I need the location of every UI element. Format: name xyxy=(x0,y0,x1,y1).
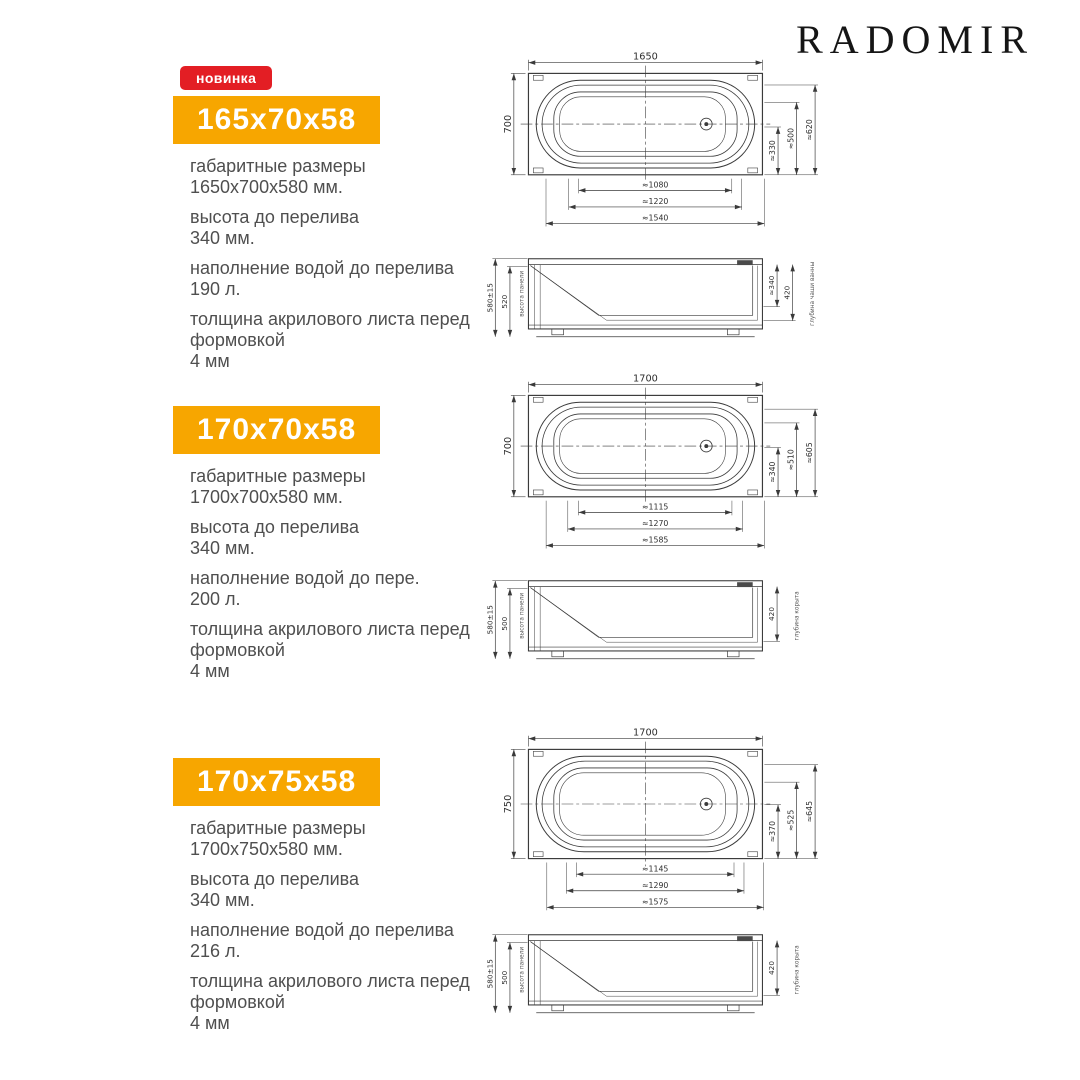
svg-text:1650: 1650 xyxy=(633,52,658,63)
svg-text:высота панели: высота панели xyxy=(520,593,526,639)
spec-dimensions: габаритные размеры 1650х700х580 мм. xyxy=(190,156,478,198)
spec-value: 1700х750х580 мм. xyxy=(190,839,343,859)
svg-text:580±15: 580±15 xyxy=(485,959,494,988)
svg-text:глубина корыта: глубина корыта xyxy=(795,945,801,995)
svg-text:≈340: ≈340 xyxy=(768,461,777,482)
top-view-drawing: 1650 700 ≈330 ≈500 ≈620 ≈1080 ≈1220 ≈1540 xyxy=(503,52,819,227)
svg-text:420: 420 xyxy=(783,285,792,299)
spec-label: габаритные размеры xyxy=(190,156,366,176)
spec-label: наполнение водой до пере. xyxy=(190,568,420,588)
top-view-drawing: 1700 750 ≈370 ≈525 ≈645 ≈1145 ≈1290 ≈1575 xyxy=(503,728,819,911)
svg-text:≈620: ≈620 xyxy=(805,119,814,140)
spec-label: высота до перелива xyxy=(190,517,359,537)
drawings-1: 1650 700 ≈330 ≈500 ≈620 ≈1080 ≈1220 ≈1540 580±1… xyxy=(468,50,868,345)
spec-list: габаритные размеры 1700х700х580 мм. высо… xyxy=(190,466,478,682)
spec-label: толщина акрилового листа перед формовкой xyxy=(190,971,470,1012)
svg-text:≈1575: ≈1575 xyxy=(642,897,668,906)
svg-text:глубина чаши ванны: глубина чаши ванны xyxy=(810,262,816,326)
spec-value: 4 мм xyxy=(190,661,230,681)
svg-text:≈1270: ≈1270 xyxy=(642,519,668,528)
spec-value: 190 л. xyxy=(190,279,241,299)
svg-text:580±15: 580±15 xyxy=(485,283,494,312)
spec-value: 340 мм. xyxy=(190,228,255,248)
svg-text:≈525: ≈525 xyxy=(787,810,796,831)
svg-text:≈370: ≈370 xyxy=(768,821,777,842)
top-view-drawing: 1700 700 ≈340 ≈510 ≈605 ≈1115 ≈1270 ≈1585 xyxy=(503,374,819,549)
spec-dimensions: габаритные размеры 1700х700х580 мм. xyxy=(190,466,478,508)
size-badge: 170x75x58 xyxy=(173,758,381,806)
spec-water-volume: наполнение водой до перелива 216 л. xyxy=(190,920,478,962)
spec-label: наполнение водой до перелива xyxy=(190,258,454,278)
brand-logo: RADOMIR xyxy=(796,17,1034,62)
spec-value: 340 мм. xyxy=(190,538,255,558)
svg-text:глубина корыта: глубина корыта xyxy=(795,591,801,641)
spec-value: 4 мм xyxy=(190,351,230,371)
svg-text:500: 500 xyxy=(500,616,509,630)
spec-acrylic-thickness: толщина акрилового листа перед формовкой… xyxy=(190,971,478,1034)
spec-overflow-height: высота до перелива 340 мм. xyxy=(190,869,478,911)
svg-text:500: 500 xyxy=(500,970,509,984)
spec-water-volume: наполнение водой до перелива 190 л. xyxy=(190,258,478,300)
svg-text:1700: 1700 xyxy=(633,374,658,385)
svg-text:≈1290: ≈1290 xyxy=(642,881,668,890)
spec-list: габаритные размеры 1650х700х580 мм. высо… xyxy=(190,156,478,372)
svg-text:≈510: ≈510 xyxy=(787,449,796,470)
spec-value: 1650х700х580 мм. xyxy=(190,177,343,197)
spec-label: наполнение водой до перелива xyxy=(190,920,454,940)
side-view-drawing: 580±15 520 высота панели ≈340 420 глубина чаш… xyxy=(485,258,816,338)
svg-text:≈645: ≈645 xyxy=(805,801,814,822)
spec-dimensions: габаритные размеры 1700х750х580 мм. xyxy=(190,818,478,860)
svg-text:≈1220: ≈1220 xyxy=(642,197,668,206)
model-section-3: 170x75x58 габаритные размеры 1700х750х58… xyxy=(0,726,1080,1046)
drawings-3: 1700 750 ≈370 ≈525 ≈645 ≈1145 ≈1290 ≈1575 580±1… xyxy=(468,726,868,1021)
svg-text:≈1080: ≈1080 xyxy=(642,180,668,189)
svg-text:520: 520 xyxy=(500,294,509,308)
new-badge: новинка xyxy=(180,66,273,90)
svg-text:700: 700 xyxy=(503,437,514,456)
size-badge: 170x70x58 xyxy=(173,406,381,454)
model-section-2: 170x70x58 габаритные размеры 1700х700х58… xyxy=(0,372,1080,692)
side-view-drawing: 580±15 500 высота панели 420 глубина корыта xyxy=(485,580,801,660)
spec-label: высота до перелива xyxy=(190,207,359,227)
svg-text:1700: 1700 xyxy=(633,728,658,739)
svg-text:≈500: ≈500 xyxy=(787,128,796,149)
model-section-1: новинка 165x70x58 габаритные размеры 165… xyxy=(0,50,1080,371)
svg-text:420: 420 xyxy=(767,607,776,621)
spec-label: габаритные размеры xyxy=(190,818,366,838)
model-info-2: 170x70x58 габаритные размеры 1700х700х58… xyxy=(173,400,473,691)
spec-label: толщина акрилового листа перед формовкой xyxy=(190,619,470,660)
svg-text:≈1585: ≈1585 xyxy=(642,536,668,545)
spec-acrylic-thickness: толщина акрилового листа перед формовкой… xyxy=(190,309,478,372)
spec-overflow-height: высота до перелива 340 мм. xyxy=(190,517,478,559)
spec-overflow-height: высота до перелива 340 мм. xyxy=(190,207,478,249)
side-view-drawing: 580±15 500 высота панели 420 глубина корыта xyxy=(485,934,801,1014)
model-info-3: 170x75x58 габаритные размеры 1700х750х58… xyxy=(173,752,473,1043)
size-badge: 165x70x58 xyxy=(173,96,381,144)
svg-text:≈340: ≈340 xyxy=(767,275,776,295)
drawings-2: 1700 700 ≈340 ≈510 ≈605 ≈1115 ≈1270 ≈1585 580±1… xyxy=(468,372,868,667)
svg-text:≈1540: ≈1540 xyxy=(642,214,668,223)
svg-text:высота панели: высота панели xyxy=(520,947,526,993)
svg-text:700: 700 xyxy=(503,115,514,134)
spec-value: 200 л. xyxy=(190,589,241,609)
svg-text:420: 420 xyxy=(767,961,776,975)
spec-acrylic-thickness: толщина акрилового листа перед формовкой… xyxy=(190,619,478,682)
svg-text:≈1115: ≈1115 xyxy=(642,502,668,511)
svg-text:580±15: 580±15 xyxy=(485,605,494,634)
svg-text:≈1145: ≈1145 xyxy=(642,864,668,873)
spec-label: высота до перелива xyxy=(190,869,359,889)
spec-value: 340 мм. xyxy=(190,890,255,910)
svg-text:высота панели: высота панели xyxy=(520,271,526,317)
spec-value: 4 мм xyxy=(190,1013,230,1033)
svg-text:750: 750 xyxy=(503,795,514,814)
spec-value: 216 л. xyxy=(190,941,241,961)
spec-value: 1700х700х580 мм. xyxy=(190,487,343,507)
svg-text:≈330: ≈330 xyxy=(768,140,777,161)
spec-label: габаритные размеры xyxy=(190,466,366,486)
svg-text:≈605: ≈605 xyxy=(805,442,814,463)
spec-label: толщина акрилового листа перед формовкой xyxy=(190,309,470,350)
spec-water-volume: наполнение водой до пере. 200 л. xyxy=(190,568,478,610)
model-info-1: новинка 165x70x58 габаритные размеры 165… xyxy=(173,66,473,381)
spec-list: габаритные размеры 1700х750х580 мм. высо… xyxy=(190,818,478,1034)
